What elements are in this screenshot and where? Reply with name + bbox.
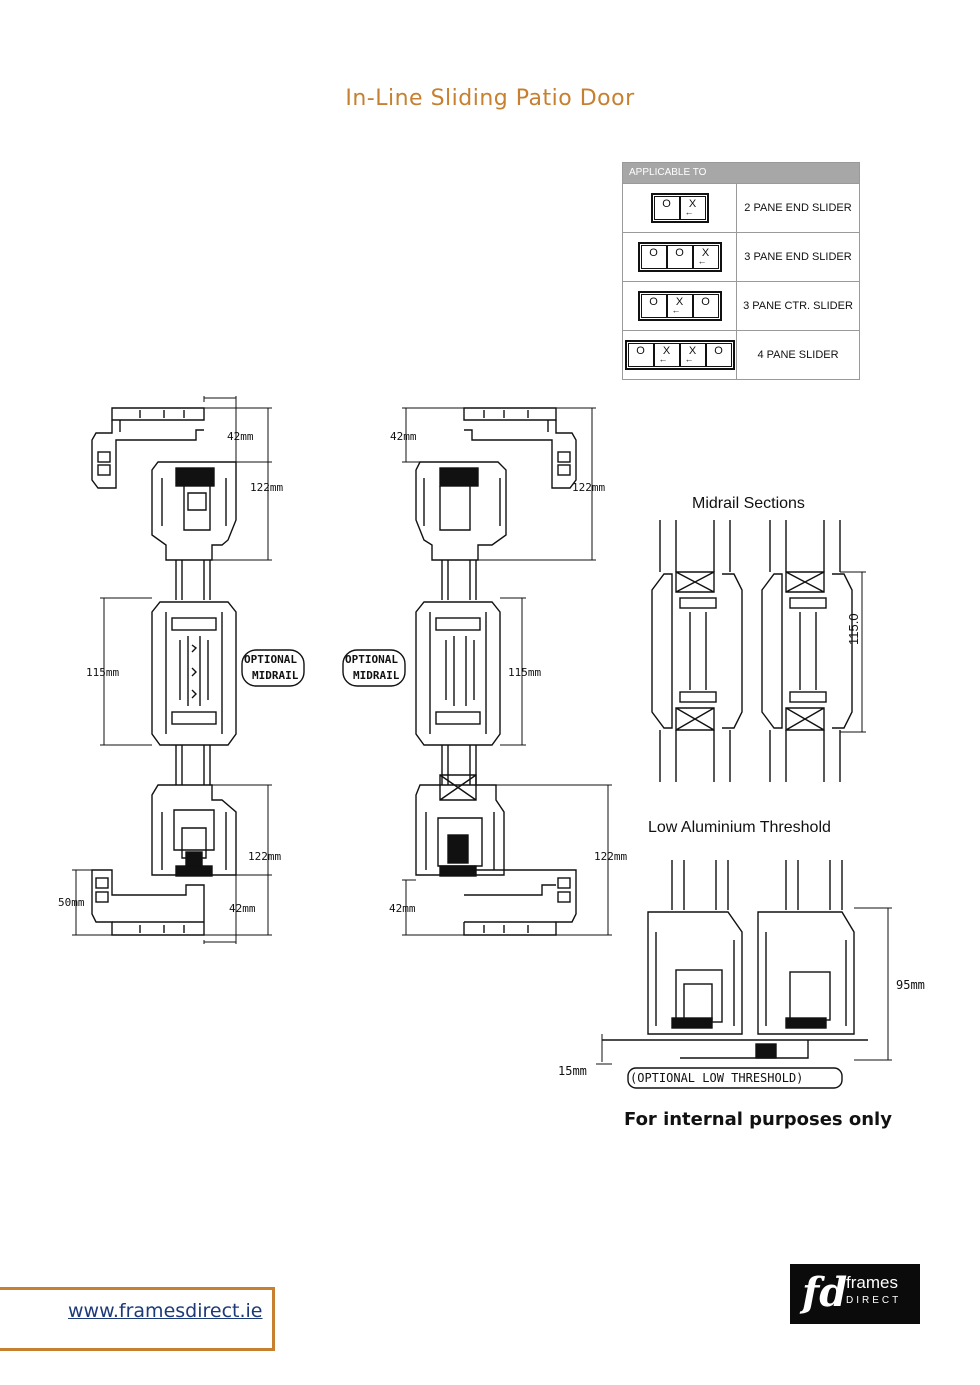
pane-letter: X [688, 198, 697, 210]
threshold-caption: (OPTIONAL LOW THRESHOLD) [630, 1071, 804, 1085]
optional-midrail-oval-left [241, 649, 305, 687]
threshold-dim-height: 95mm [896, 978, 925, 992]
slider-type-label: 3 PANE END SLIDER [744, 251, 852, 263]
pane-letter: O [714, 345, 723, 357]
pane-letter: O [675, 247, 684, 259]
logo-mark: fd [802, 1269, 848, 1316]
left-dim-top-height: 122mm [250, 481, 284, 494]
threshold-heading: Low Aluminium Threshold [648, 819, 831, 836]
optional-midrail-label-right-line2: MIDRAIL [353, 669, 400, 682]
pane-letter: X [701, 247, 710, 259]
left-dimension-lines [72, 396, 272, 944]
pane-frame: O X← O [637, 291, 722, 321]
pane: O [705, 343, 732, 367]
slider-type-label: 3 PANE CTR. SLIDER [743, 300, 853, 312]
pane-letter: O [649, 296, 658, 308]
middle-dim-midrail: 115mm [508, 666, 542, 679]
left-profile [91, 407, 237, 936]
midrail-sections-dim: 115.0 [846, 613, 861, 645]
pane: X← [679, 343, 706, 367]
pane: O [640, 245, 667, 269]
pane-config-icon: O X← [623, 184, 737, 232]
midrail-sections-drawing [651, 520, 866, 782]
website-link[interactable]: www.framesdirect.ie [68, 1300, 263, 1322]
page-title: In-Line Sliding Patio Door [345, 86, 635, 111]
pane-config-icon: O O X← [623, 233, 737, 281]
pane-letter: O [662, 198, 671, 210]
pane: X← [692, 245, 719, 269]
slide-direction-arrow-icon: ← [671, 305, 681, 315]
slide-direction-arrow-icon: ← [684, 354, 694, 364]
pane: X← [666, 294, 693, 318]
middle-dim-top-height: 122mm [572, 481, 606, 494]
left-dim-bottom-left: 50mm [58, 896, 85, 909]
pane: O [640, 294, 667, 318]
midrail-sections-heading: Midrail Sections [692, 495, 805, 512]
pane-config-icon: O X← O [623, 282, 737, 330]
slide-direction-arrow-icon: ← [658, 354, 668, 364]
optional-midrail-label-right-line1: OPTIONAL [345, 653, 398, 666]
low-threshold-drawing [596, 860, 892, 1089]
pane: X← [679, 196, 706, 220]
frames-direct-logo: fd frames DIRECT [790, 1264, 920, 1324]
pane-letter: O [636, 345, 645, 357]
footer-frame [0, 1287, 275, 1351]
middle-dim-top-width: 42mm [390, 430, 417, 443]
left-dim-top-width: 42mm [227, 430, 254, 443]
internal-note: For internal purposes only [624, 1109, 892, 1130]
pane-letter: O [649, 247, 658, 259]
middle-dim-bottom-width: 42mm [389, 902, 416, 915]
left-dim-bottom-width: 42mm [229, 902, 256, 915]
pane: O [627, 343, 654, 367]
applicable-to-header: APPLICABLE TO [623, 163, 859, 183]
middle-profile [415, 407, 577, 936]
pane-letter: O [701, 296, 710, 308]
middle-dimension-lines [402, 407, 612, 936]
optional-midrail-oval-right [342, 649, 406, 687]
slide-direction-arrow-icon: ← [697, 256, 707, 266]
threshold-dim-step: 15mm [558, 1064, 587, 1078]
applicable-to-row: O X← O 3 PANE CTR. SLIDER [623, 281, 859, 330]
optional-midrail-label-left-line1: OPTIONAL [244, 653, 297, 666]
optional-midrail-label-left-line2: MIDRAIL [252, 669, 299, 682]
pane-letter: X [662, 345, 671, 357]
pane: O [653, 196, 680, 220]
applicable-to-row: O O X← 3 PANE END SLIDER [623, 232, 859, 281]
pane: O [692, 294, 719, 318]
pane: X← [653, 343, 680, 367]
middle-dim-bottom-height: 122mm [594, 850, 628, 863]
logo-word-frames: frames [846, 1273, 898, 1292]
logo-word-direct: DIRECT [846, 1295, 902, 1306]
pane: O [666, 245, 693, 269]
pane-frame: O X← [650, 193, 709, 223]
pane-letter: X [688, 345, 697, 357]
left-dim-midrail: 115mm [86, 666, 120, 679]
pane-letter: X [675, 296, 684, 308]
slide-direction-arrow-icon: ← [684, 207, 694, 217]
applicable-to-row: O X← 2 PANE END SLIDER [623, 183, 859, 232]
left-dim-bottom-height: 122mm [248, 850, 282, 863]
slider-type-label: 4 PANE SLIDER [757, 349, 839, 361]
slider-type-label: 2 PANE END SLIDER [744, 202, 852, 214]
pane-frame: O O X← [637, 242, 722, 272]
